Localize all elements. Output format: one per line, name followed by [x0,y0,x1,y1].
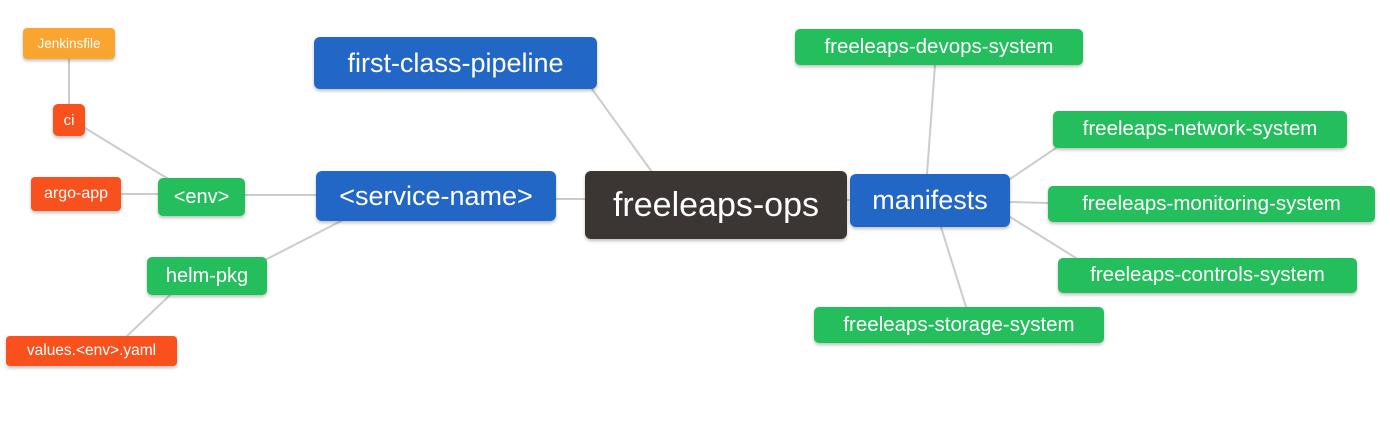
node-freeleaps-ops-root[interactable]: freeleaps-ops [585,171,847,239]
node-values-env-yaml[interactable]: values.<env>.yaml [6,336,177,366]
node-freeleaps-storage-system[interactable]: freeleaps-storage-system [814,307,1104,343]
edge-ci-env [84,127,171,181]
node-manifests[interactable]: manifests [850,174,1010,227]
node-first-class-pipeline[interactable]: first-class-pipeline [314,37,597,89]
edge-manifests-storage-system [940,226,967,308]
edge-helm-pkg-service-name [266,220,342,260]
edge-manifests-monitoring-system [1009,201,1049,204]
node-freeleaps-devops-system[interactable]: freeleaps-devops-system [795,29,1083,65]
node-freeleaps-controls-system[interactable]: freeleaps-controls-system [1058,258,1357,293]
node-argo-app[interactable]: argo-app [31,177,121,211]
node-service-name[interactable]: <service-name> [316,171,556,221]
node-helm-pkg[interactable]: helm-pkg [147,257,267,295]
node-env[interactable]: <env> [158,178,245,216]
node-freeleaps-monitoring-system[interactable]: freeleaps-monitoring-system [1048,186,1375,222]
edge-helm-pkg-values-env-yaml [125,294,171,338]
node-freeleaps-network-system[interactable]: freeleaps-network-system [1053,111,1347,148]
edge-manifests-network-system [1009,147,1057,180]
edge-manifests-controls-system [1009,216,1077,259]
node-ci[interactable]: ci [53,104,85,136]
edge-first-class-pipeline-ops [591,88,653,173]
edge-manifests-devops-system [926,64,936,175]
node-jenkinsfile[interactable]: Jenkinsfile [23,28,115,59]
